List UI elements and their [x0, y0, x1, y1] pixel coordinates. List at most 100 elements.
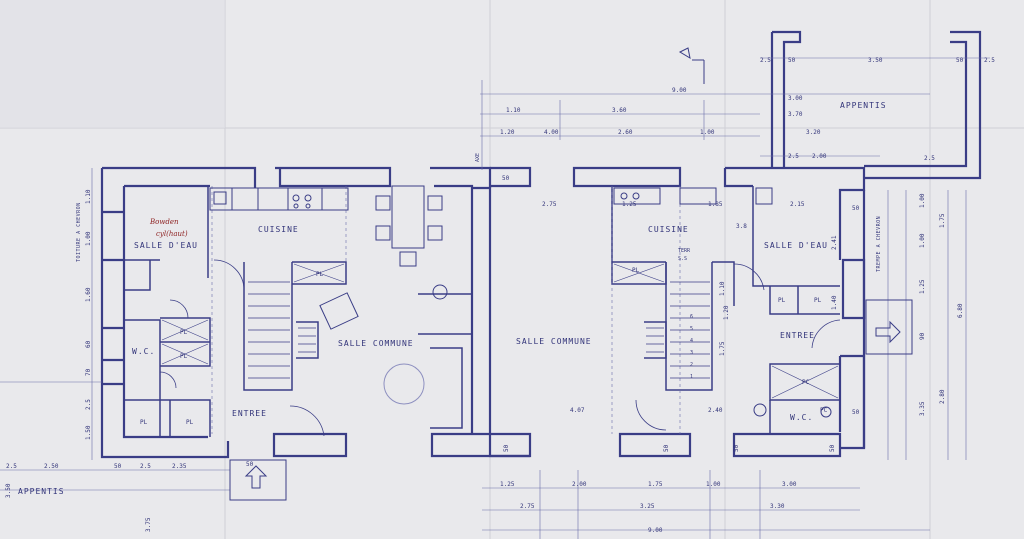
cupboard-label: PC — [802, 379, 810, 386]
dim-bottom-right: 2.00 — [572, 481, 587, 488]
dim-inner: 1.85 — [708, 201, 723, 208]
dim-bottom-inner: 4.07 — [570, 407, 585, 414]
dim-bottom-left-v: 3.75 — [145, 517, 152, 532]
kitchen-counter-right — [613, 187, 832, 418]
stairs-right — [646, 281, 710, 379]
note-axe: AXE — [475, 153, 481, 162]
room-entree-left: ENTREE — [232, 409, 267, 418]
room-appentis-left: APPENTIS — [18, 487, 65, 496]
dim-top: 2.60 — [618, 129, 633, 136]
dim-bottom-left: 2.5 — [6, 463, 17, 470]
dim-bottom-left: 2.35 — [172, 463, 187, 470]
dim-appentis-v: 2.5 — [788, 153, 799, 160]
dim-left: 70 — [85, 368, 92, 376]
dim-appentis: 2.5 — [760, 57, 771, 64]
dim-bottom-inner: 50 — [733, 444, 740, 452]
dim-bottom-right: 1.00 — [706, 481, 721, 488]
door-swings — [159, 259, 841, 437]
stair-number: 6 — [690, 314, 693, 320]
dim-top: 1.20 — [500, 129, 515, 136]
dim-left: 1.60 — [85, 287, 92, 302]
note-terr: TERR — [678, 248, 691, 254]
dim-inner: 50 — [852, 409, 860, 416]
dim-left: 1.50 — [85, 425, 92, 440]
dim-appentis: 50 — [788, 57, 796, 64]
dim-right: 2.80 — [939, 389, 946, 404]
room-salle-commune-left: SALLE COMMUNE — [338, 339, 414, 348]
kitchen-counter-left — [209, 187, 349, 211]
annotation-line1: Bowden — [149, 218, 179, 226]
cupboard-label: PL — [316, 271, 324, 278]
dining-table — [319, 185, 448, 405]
dim-bottom-inner: 50 — [503, 444, 510, 452]
room-salle-eau-right: SALLE D'EAU — [764, 241, 828, 250]
cupboard-crosses — [161, 263, 839, 399]
cupboard-label: PL — [140, 419, 148, 426]
cupboard-label: PL — [778, 297, 786, 304]
cupboard-label: PL — [186, 419, 194, 426]
dim-right: 1.75 — [939, 213, 946, 228]
room-salle-eau-left: SALLE D'EAU — [134, 241, 198, 250]
dim-top-total: 9.00 — [672, 87, 687, 94]
dim-right: 3.35 — [919, 401, 926, 416]
dim-bottom-total: 9.00 — [648, 527, 663, 534]
dim-bottom-left: 50 — [114, 463, 122, 470]
dim-bottom-right: 3.25 — [640, 503, 655, 510]
side-label-right: TREMPE A CHEVRON — [876, 216, 882, 272]
dim-bottom-left: 2.5 — [140, 463, 151, 470]
dim-appentis: 2.5 — [984, 57, 995, 64]
dim-appentis-v: 2.00 — [812, 153, 827, 160]
dim-bottom-right: 3.00 — [782, 481, 797, 488]
dim-bottom-inner: 50 — [829, 444, 836, 452]
room-wc-right: W.C. — [790, 413, 813, 422]
stairs-left — [248, 281, 316, 379]
stair-number: 2 — [690, 362, 693, 368]
stair-number: 3 — [690, 350, 693, 356]
dim-bottom-inner: 50 — [663, 444, 670, 452]
dim-inner: 3.8 — [736, 223, 747, 230]
dim-appentis: 50 — [956, 57, 964, 64]
dim-appentis-v: 3.20 — [806, 129, 821, 136]
dim-bottom-right: 1.25 — [500, 481, 515, 488]
dim-bottom-right: 3.30 — [770, 503, 785, 510]
dim-top: 4.00 — [544, 129, 559, 136]
dim-bottom-left: 2.50 — [44, 463, 59, 470]
dim-bottom-right: 2.75 — [520, 503, 535, 510]
cupboard-label: PC — [820, 407, 828, 414]
dimension-lines — [0, 57, 990, 539]
dim-misc: 1.10 — [719, 281, 726, 296]
dim-right: 6.80 — [957, 303, 964, 318]
dim-appentis: 3.50 — [868, 57, 883, 64]
dim-inner: 2.15 — [790, 201, 805, 208]
entrance-steps — [229, 47, 913, 501]
dim-misc: 50 — [246, 461, 254, 468]
dim-left: 1.00 — [85, 231, 92, 246]
note-terr2: S.S — [678, 256, 687, 262]
dim-bottom-inner: 2.40 — [708, 407, 723, 414]
room-appentis-top: APPENTIS — [840, 101, 887, 110]
dim-inner: 2.75 — [542, 201, 557, 208]
dim-inner: 50 — [852, 205, 860, 212]
cupboard-label: PL — [180, 353, 188, 360]
dim-left: 1.10 — [85, 189, 92, 204]
dim-right: 1.00 — [919, 233, 926, 248]
stair-number: 1 — [690, 374, 693, 380]
room-wc-left: W.C. — [132, 347, 155, 356]
paper-shade-left — [0, 0, 225, 128]
dim-inner: 1.25 — [622, 201, 637, 208]
dim-left: 60 — [85, 340, 92, 348]
annotation-line2: cyl(haut) — [156, 230, 188, 238]
room-entree-right: ENTREE — [780, 331, 815, 340]
dim-right: 1.00 — [919, 193, 926, 208]
dim-misc: 2.41 — [831, 235, 838, 250]
side-label-left: TOITURE A CHEVRON — [76, 202, 82, 262]
dim-bottom-left-v: 3.50 — [5, 483, 12, 498]
dim-top: 3.60 — [612, 107, 627, 114]
stair-number: 4 — [690, 338, 693, 344]
dim-misc: 1.40 — [831, 295, 838, 310]
dim-inner: 50 — [502, 175, 510, 182]
dim-appentis-v: 3.70 — [788, 111, 803, 118]
dim-right: 90 — [919, 332, 926, 340]
walls — [100, 30, 982, 459]
